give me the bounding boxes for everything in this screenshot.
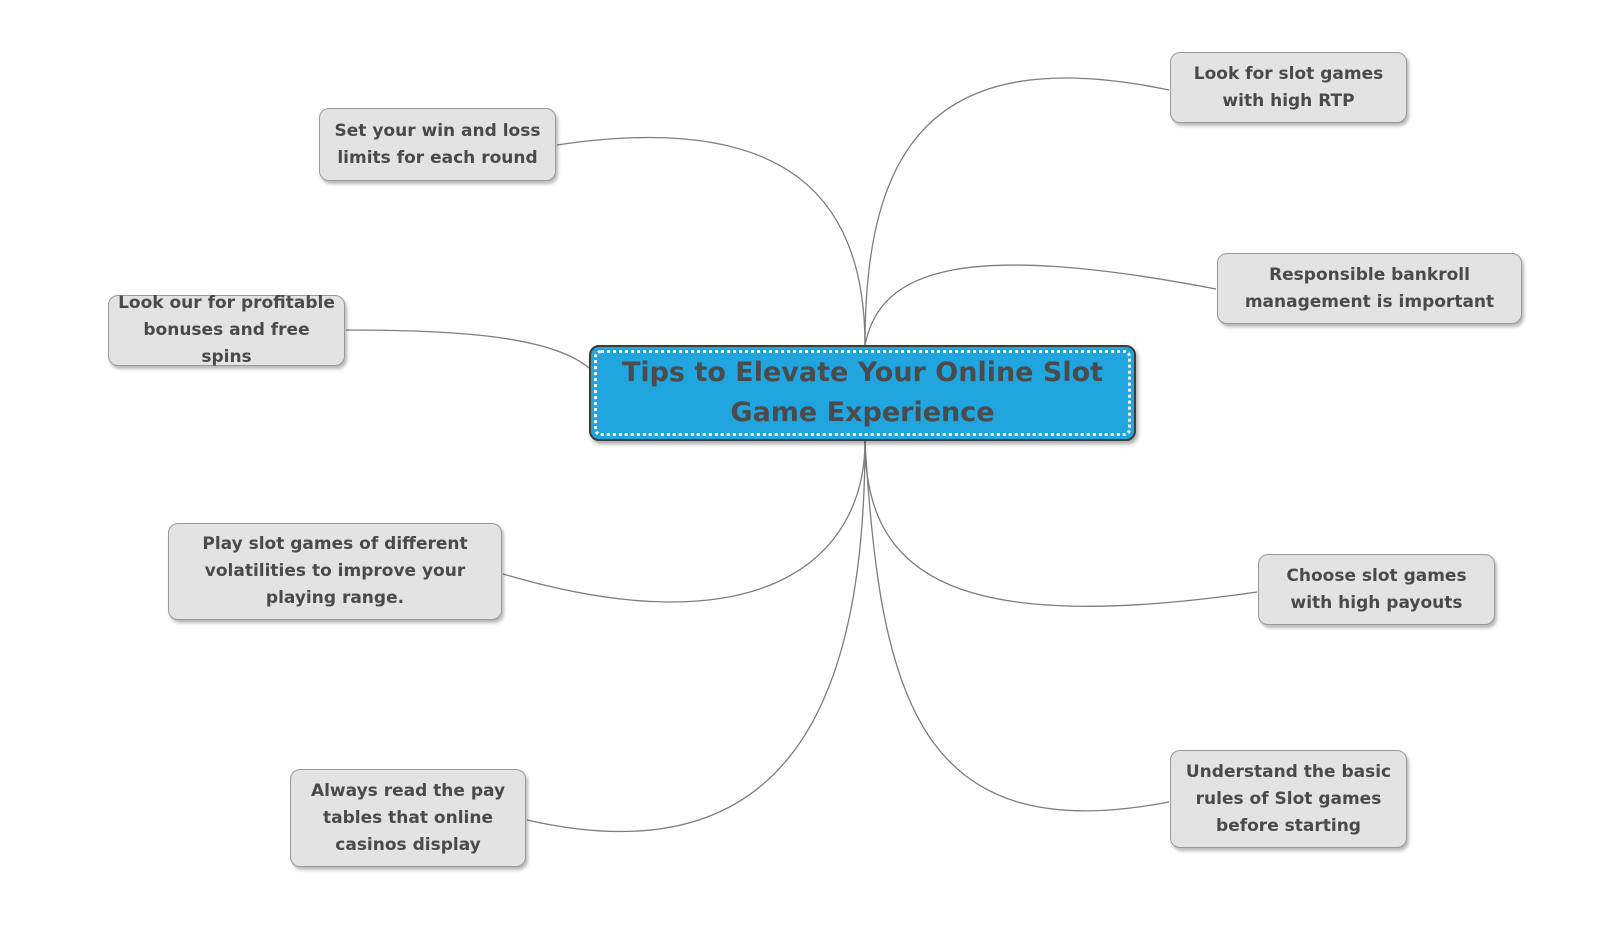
connector-pay-tables [526, 440, 866, 833]
topic-volatilities[interactable]: Play slot games of different volatilitie… [168, 523, 502, 620]
topic-label: Play slot games of different volatilitie… [202, 534, 468, 608]
topic-label: Look for slot games with high RTP [1193, 63, 1384, 111]
central-topic-title: Tips to Elevate Your Online Slot Game Ex… [621, 357, 1104, 428]
topic-high-rtp[interactable]: Look for slot games with high RTP [1170, 52, 1407, 123]
connector-win-loss-limits [556, 136, 866, 346]
connector-basic-rules [864, 440, 1170, 812]
topic-label: Always read the pay tables that online c… [310, 780, 506, 855]
topic-label: Understand the basic rules of Slot games… [1185, 761, 1392, 836]
connector-bankroll [864, 264, 1217, 346]
connector-bonuses [345, 329, 590, 369]
topic-pay-tables[interactable]: Always read the pay tables that online c… [290, 769, 526, 867]
connector-high-payouts [864, 440, 1258, 607]
topic-bonuses[interactable]: Look our for profitable bonuses and free… [108, 293, 345, 367]
topic-label: Choose slot games with high payouts [1286, 565, 1467, 613]
topic-win-loss-limits[interactable]: Set your win and loss limits for each ro… [319, 108, 556, 181]
connector-high-rtp [864, 77, 1170, 346]
topic-label: Set your win and loss limits for each ro… [334, 120, 541, 168]
topic-high-payouts[interactable]: Choose slot games with high payouts [1258, 554, 1495, 625]
topic-bankroll[interactable]: Responsible bankroll management is impor… [1217, 253, 1522, 324]
topic-label: Responsible bankroll management is impor… [1244, 264, 1495, 312]
central-topic[interactable]: Tips to Elevate Your Online Slot Game Ex… [589, 345, 1136, 441]
topic-basic-rules[interactable]: Understand the basic rules of Slot games… [1170, 750, 1407, 848]
topic-label: Look our for profitable bonuses and free… [118, 293, 335, 367]
connector-volatilities [502, 440, 866, 603]
